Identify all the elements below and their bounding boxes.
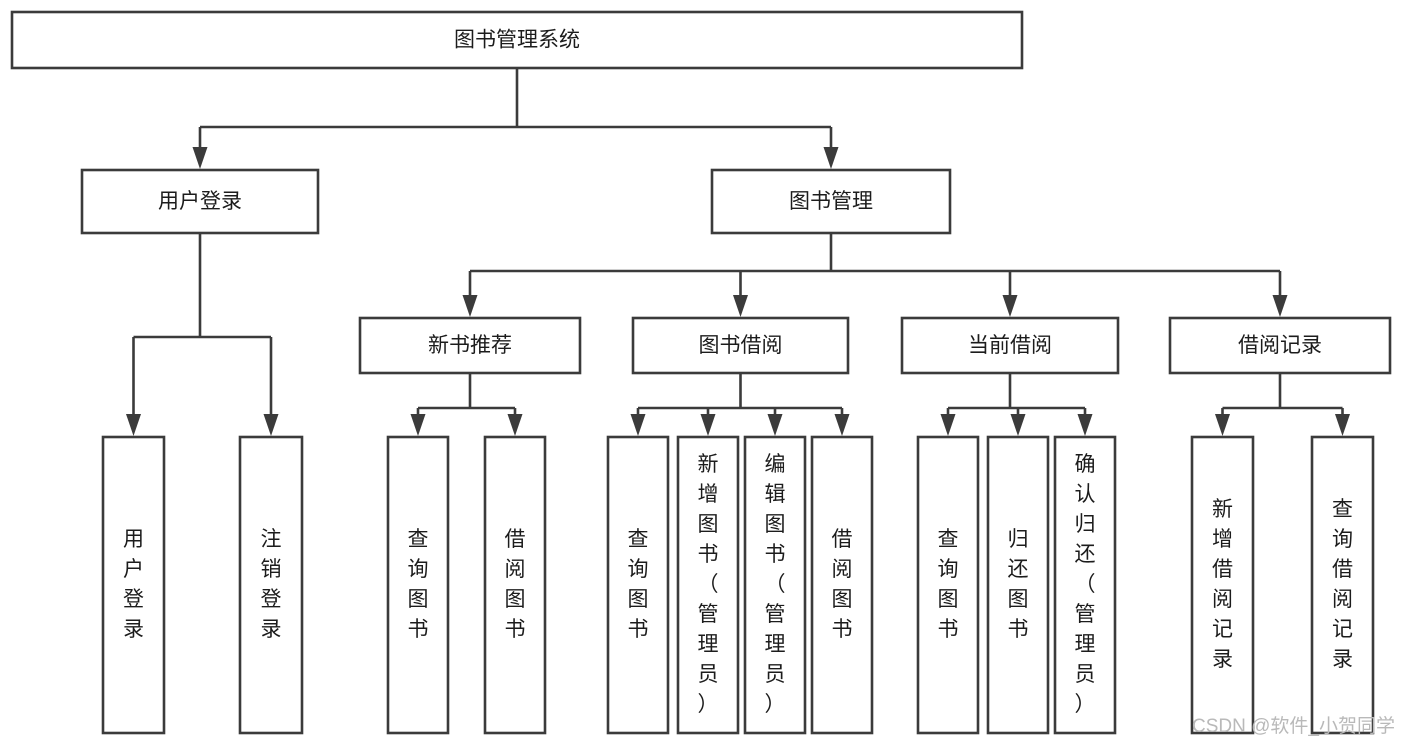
node-box-leaf-confirm-return[interactable] bbox=[1053, 435, 1117, 735]
csdn-watermark: CSDN @软件_小贺同学 bbox=[1192, 715, 1395, 737]
node-borrow-record[interactable]: 借阅记录 bbox=[1168, 316, 1392, 375]
arrow-head-icon bbox=[1272, 295, 1288, 317]
node-box-leaf-query-book-1[interactable] bbox=[386, 435, 450, 735]
node-box-leaf-user-login[interactable] bbox=[101, 435, 166, 735]
node-leaf-query-book-1[interactable]: 查询图书 bbox=[386, 435, 450, 735]
arrow-head-icon bbox=[1077, 414, 1093, 436]
node-box-leaf-query-book-2[interactable] bbox=[606, 435, 670, 735]
arrow-head-icon bbox=[507, 414, 523, 436]
node-box-leaf-query-book-3[interactable] bbox=[916, 435, 980, 735]
connector-group-current-borrow bbox=[940, 373, 1093, 436]
node-box-root[interactable] bbox=[10, 10, 1024, 70]
node-box-leaf-edit-book[interactable] bbox=[743, 435, 807, 735]
node-box-book-manage[interactable] bbox=[710, 168, 952, 235]
arrow-head-icon bbox=[462, 295, 478, 317]
node-box-leaf-logout[interactable] bbox=[238, 435, 304, 735]
node-book-borrow[interactable]: 图书借阅 bbox=[631, 316, 850, 375]
node-box-leaf-add-book[interactable] bbox=[676, 435, 740, 735]
node-label-leaf-add-record: 新增借阅记录 bbox=[1212, 498, 1233, 671]
node-new-book-recommend[interactable]: 新书推荐 bbox=[358, 316, 582, 375]
arrow-head-icon bbox=[834, 414, 850, 436]
node-box-borrow-record[interactable] bbox=[1168, 316, 1392, 375]
node-leaf-confirm-return[interactable]: 确认归还（管理员） bbox=[1053, 435, 1117, 735]
arrow-head-icon bbox=[192, 147, 208, 169]
node-current-borrow[interactable]: 当前借阅 bbox=[900, 316, 1120, 375]
arrow-head-icon bbox=[1335, 414, 1350, 436]
arrow-head-icon bbox=[263, 414, 279, 436]
node-box-leaf-borrow-book-2[interactable] bbox=[810, 435, 874, 735]
node-box-user-login[interactable] bbox=[80, 168, 320, 235]
node-book-manage[interactable]: 图书管理 bbox=[710, 168, 952, 235]
node-label-leaf-edit-book: 编辑图书（管理员） bbox=[765, 453, 786, 716]
node-label-leaf-query-record: 查询借阅记录 bbox=[1332, 498, 1353, 671]
node-leaf-edit-book[interactable]: 编辑图书（管理员） bbox=[743, 435, 807, 735]
node-box-leaf-query-record[interactable] bbox=[1310, 435, 1375, 735]
connector-group-book-manage bbox=[462, 233, 1288, 317]
node-label-leaf-borrow-book-1: 借阅图书 bbox=[505, 528, 526, 641]
node-box-leaf-add-record[interactable] bbox=[1190, 435, 1255, 735]
arrow-head-icon bbox=[767, 414, 783, 436]
node-leaf-query-book-2[interactable]: 查询图书 bbox=[606, 435, 670, 735]
arrow-head-icon bbox=[1215, 414, 1230, 436]
connector-group-book-borrow bbox=[630, 373, 850, 436]
node-leaf-user-login[interactable]: 用户登录 bbox=[101, 435, 166, 735]
connector-group-root bbox=[192, 68, 839, 169]
connector-group-user-login bbox=[126, 233, 279, 436]
node-leaf-add-book[interactable]: 新增图书（管理员） bbox=[676, 435, 740, 735]
node-label-book-borrow: 图书借阅 bbox=[699, 334, 783, 357]
arrow-head-icon bbox=[1002, 295, 1018, 317]
node-leaf-query-record[interactable]: 查询借阅记录 bbox=[1310, 435, 1375, 735]
node-box-leaf-return-book[interactable] bbox=[986, 435, 1050, 735]
node-label-leaf-confirm-return: 确认归还（管理员） bbox=[1075, 453, 1096, 716]
node-leaf-query-book-3[interactable]: 查询图书 bbox=[916, 435, 980, 735]
node-label-root: 图书管理系统 bbox=[454, 29, 580, 52]
arrow-head-icon bbox=[823, 147, 839, 169]
node-box-new-book-recommend[interactable] bbox=[358, 316, 582, 375]
arrow-head-icon bbox=[940, 414, 956, 436]
connector-layer bbox=[126, 68, 1350, 436]
connector-group-borrow-record bbox=[1215, 373, 1350, 436]
node-box-leaf-borrow-book-1[interactable] bbox=[483, 435, 547, 735]
node-leaf-borrow-book-1[interactable]: 借阅图书 bbox=[483, 435, 547, 735]
node-label-leaf-user-login: 用户登录 bbox=[123, 528, 144, 641]
node-leaf-return-book[interactable]: 归还图书 bbox=[986, 435, 1050, 735]
arrow-head-icon bbox=[410, 414, 426, 436]
node-label-leaf-query-book-3: 查询图书 bbox=[938, 528, 959, 641]
node-root[interactable]: 图书管理系统 bbox=[10, 10, 1024, 70]
node-label-borrow-record: 借阅记录 bbox=[1238, 334, 1322, 357]
node-label-new-book-recommend: 新书推荐 bbox=[428, 334, 512, 357]
arrow-head-icon bbox=[1010, 414, 1026, 436]
node-label-leaf-logout: 注销登录 bbox=[261, 528, 282, 641]
node-box-book-borrow[interactable] bbox=[631, 316, 850, 375]
node-leaf-borrow-book-2[interactable]: 借阅图书 bbox=[810, 435, 874, 735]
node-user-login[interactable]: 用户登录 bbox=[80, 168, 320, 235]
node-leaf-logout[interactable]: 注销登录 bbox=[238, 435, 304, 735]
arrow-head-icon bbox=[630, 414, 646, 436]
arrow-head-icon bbox=[700, 414, 716, 436]
node-label-leaf-query-book-2: 查询图书 bbox=[628, 528, 649, 641]
node-label-book-manage: 图书管理 bbox=[789, 190, 873, 213]
node-label-leaf-add-book: 新增图书（管理员） bbox=[698, 453, 719, 716]
node-label-leaf-query-book-1: 查询图书 bbox=[408, 528, 429, 641]
arrow-head-icon bbox=[126, 414, 141, 436]
node-label-leaf-borrow-book-2: 借阅图书 bbox=[832, 528, 853, 641]
arrow-head-icon bbox=[733, 295, 748, 317]
node-box-current-borrow[interactable] bbox=[900, 316, 1120, 375]
connector-group-new-book-recommend bbox=[410, 373, 523, 436]
node-label-current-borrow: 当前借阅 bbox=[968, 334, 1052, 357]
node-leaf-add-record[interactable]: 新增借阅记录 bbox=[1190, 435, 1255, 735]
node-label-leaf-return-book: 归还图书 bbox=[1008, 528, 1029, 641]
node-layer: 图书管理系统用户登录图书管理新书推荐图书借阅当前借阅借阅记录用户登录注销登录查询… bbox=[10, 10, 1392, 735]
node-label-user-login: 用户登录 bbox=[158, 190, 242, 213]
